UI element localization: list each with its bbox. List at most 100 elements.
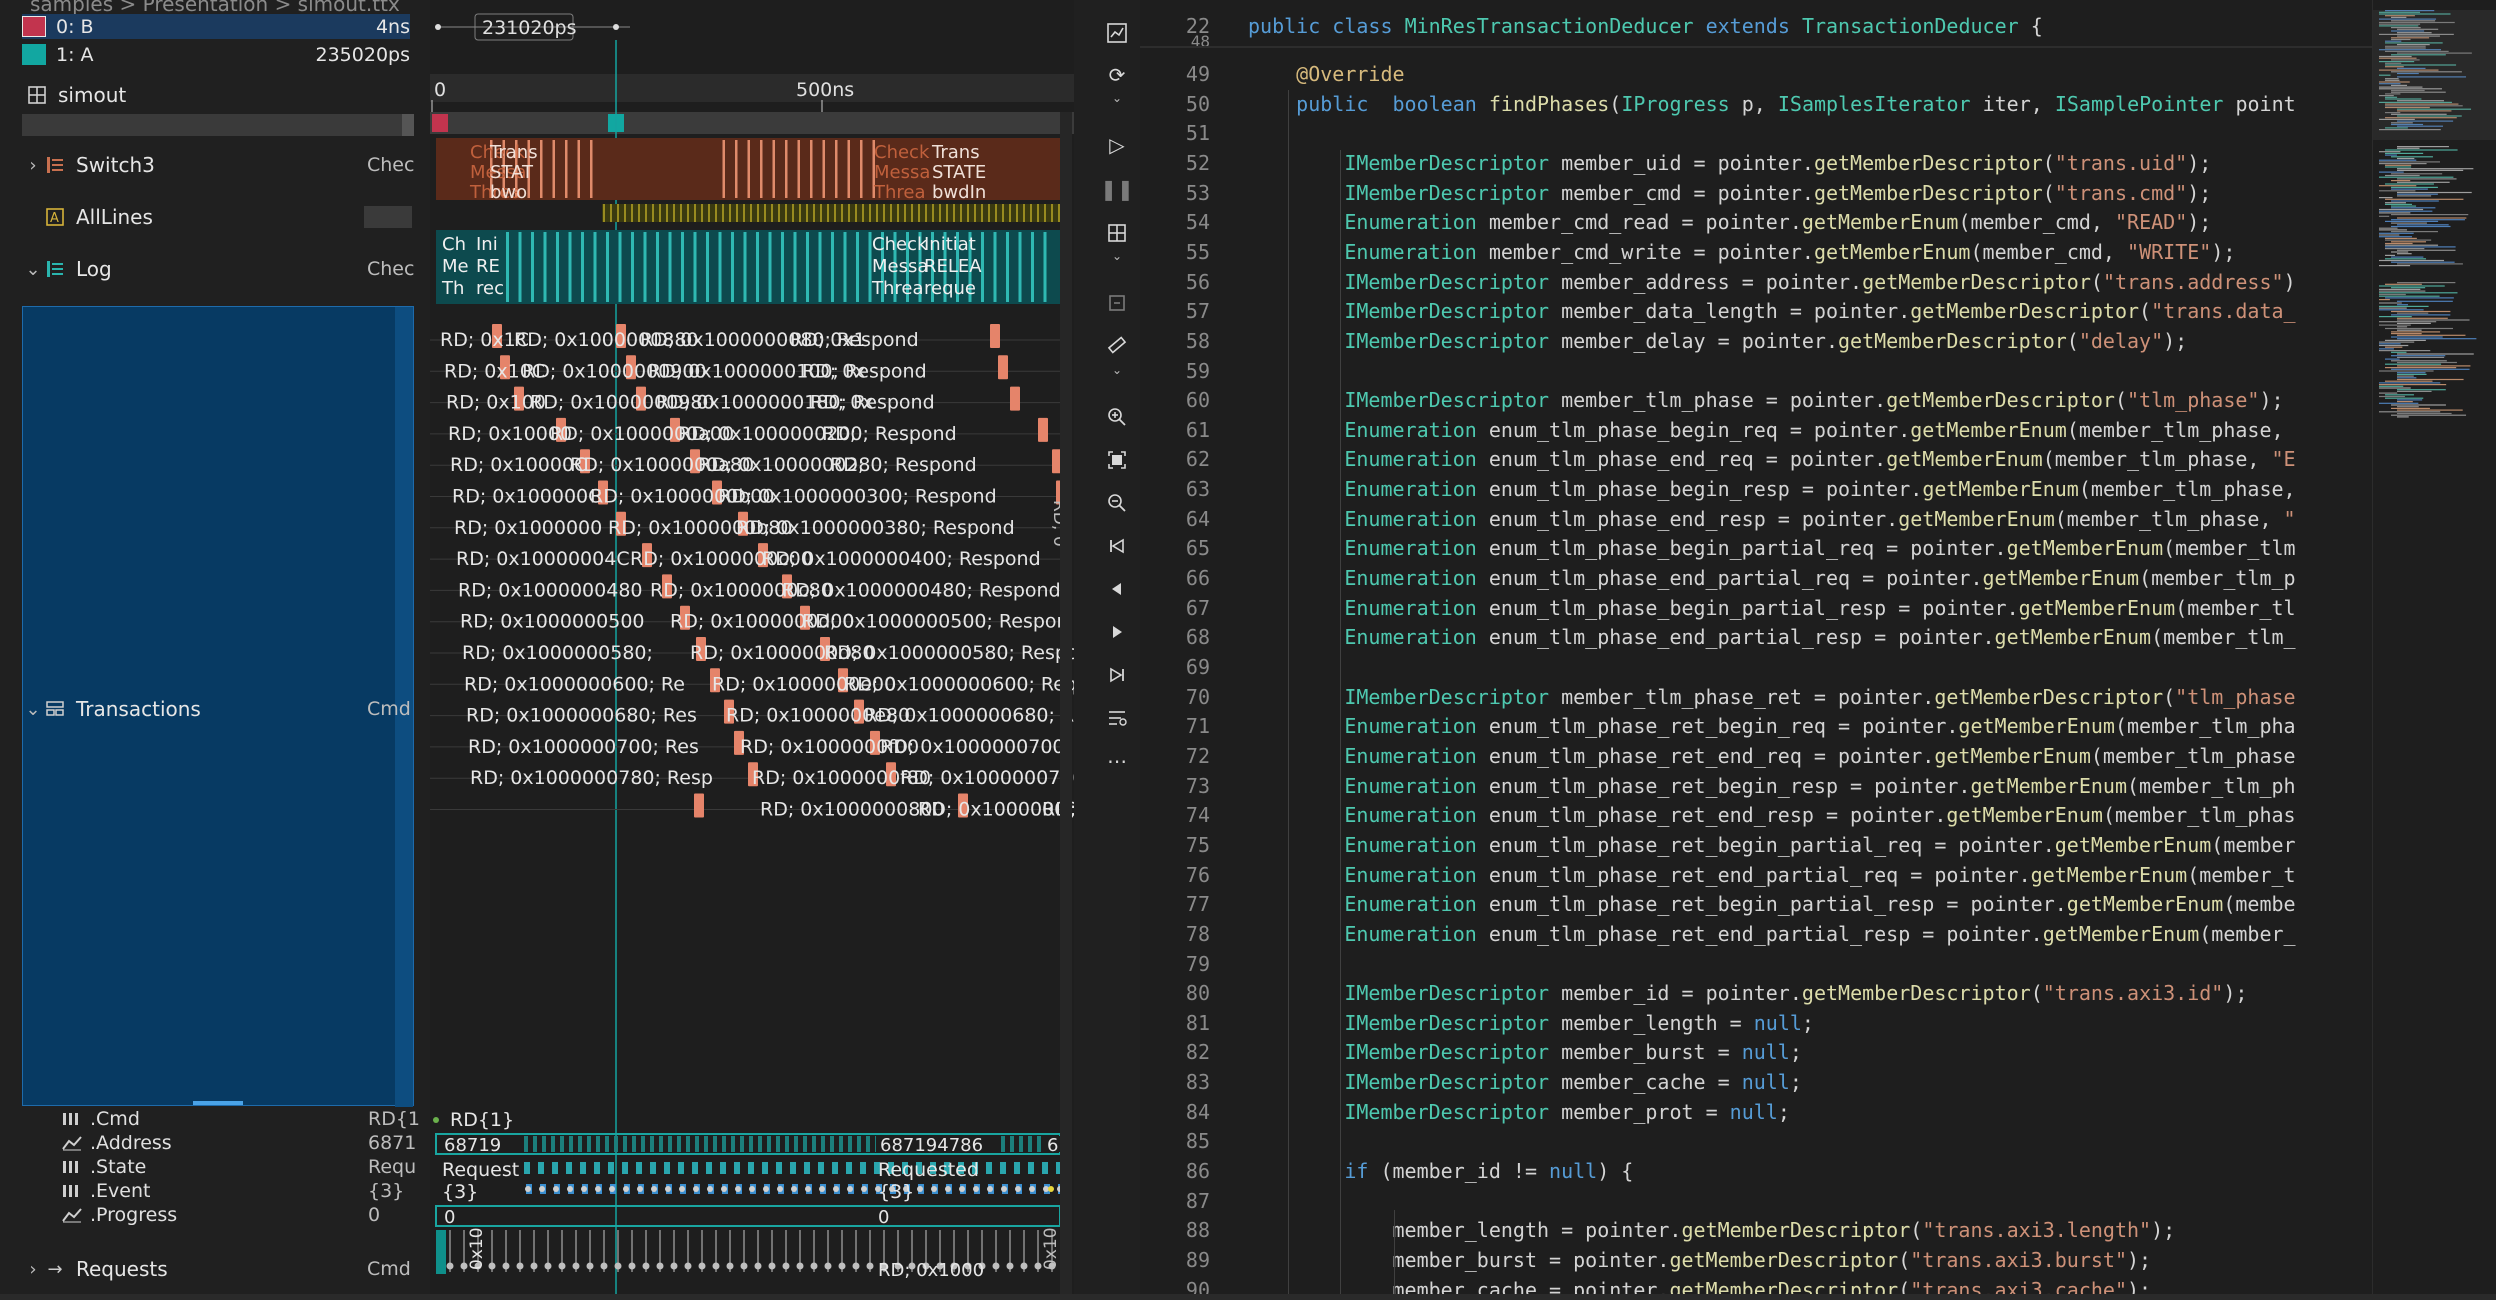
code-line[interactable]: Enumeration enum_tlm_phase_begin_req = p…: [1344, 417, 2284, 442]
next-icon[interactable]: [1104, 619, 1130, 645]
layout-icon[interactable]: [1104, 220, 1130, 246]
pause-icon[interactable]: ❚❚: [1100, 177, 1134, 201]
code-line[interactable]: member_length = pointer.getMemberDescrip…: [1248, 1218, 2176, 1243]
minimap-line: [2391, 333, 2422, 335]
line-number: 48: [1190, 32, 1210, 51]
refresh-icon[interactable]: ⟳: [1108, 63, 1126, 87]
chevron-down-icon[interactable]: ⌄: [1111, 363, 1123, 377]
code-line[interactable]: Enumeration enum_tlm_phase_end_partial_r…: [1344, 566, 2296, 591]
play-icon[interactable]: ▷: [1109, 133, 1125, 157]
tree-item-log[interactable]: ⌄ Log Chec: [22, 254, 414, 284]
code-line[interactable]: Enumeration member_cmd_read = pointer.ge…: [1344, 210, 2212, 235]
code-line[interactable]: Enumeration enum_tlm_phase_end_partial_r…: [1344, 625, 2296, 650]
minimap-line: [2391, 214, 2469, 216]
code-line[interactable]: Enumeration enum_tlm_phase_ret_end_parti…: [1344, 921, 2296, 946]
signal-event[interactable]: .Event {3}: [60, 1179, 410, 1203]
code-line[interactable]: Enumeration enum_tlm_phase_begin_resp = …: [1344, 477, 2296, 502]
first-icon[interactable]: [1104, 533, 1130, 559]
event-dot: [805, 1186, 811, 1192]
tree-root[interactable]: simout: [26, 80, 416, 110]
signal-cmd[interactable]: .Cmd RD{1: [60, 1107, 420, 1131]
tree-item-switch3[interactable]: › Switch3 Chec: [22, 150, 414, 180]
code-line[interactable]: public class MinResTransactionDeducer ex…: [1248, 14, 2043, 38]
minimap-line: [2391, 180, 2411, 182]
ruler-icon[interactable]: [1104, 332, 1130, 358]
marker-label: 231020ps: [482, 17, 577, 39]
minimap-line: [2391, 27, 2421, 29]
event-dot: [889, 1186, 895, 1192]
code-line[interactable]: Enumeration enum_tlm_phase_ret_end_parti…: [1344, 862, 2296, 887]
tree-item-requests[interactable]: › → Requests Cmd: [22, 1254, 412, 1284]
zoom-in-icon[interactable]: [1104, 404, 1130, 430]
chevron-down-icon[interactable]: ⌄: [25, 258, 41, 280]
code-line[interactable]: IMemberDescriptor member_tlm_phase_ret =…: [1344, 684, 2296, 709]
code-line[interactable]: Enumeration enum_tlm_phase_ret_end_resp …: [1344, 803, 2296, 828]
prev-icon[interactable]: [1104, 576, 1130, 602]
filter-icon[interactable]: [1104, 705, 1130, 731]
minimap[interactable]: [2372, 0, 2496, 1300]
code-line[interactable]: if (member_id != null) {: [1344, 1159, 1634, 1184]
chart-icon[interactable]: [1104, 20, 1130, 46]
signal-state[interactable]: .State Requ: [60, 1155, 416, 1179]
code-line[interactable]: IMemberDescriptor member_cache = null;: [1344, 1070, 1802, 1095]
signal-progress[interactable]: .Progress 0: [60, 1203, 410, 1227]
tree-item-transactions[interactable]: ⌄ Transactions Cmd: [22, 694, 412, 724]
code-line[interactable]: IMemberDescriptor member_prot = null;: [1344, 1099, 1790, 1124]
code-line[interactable]: Enumeration enum_tlm_phase_ret_end_req =…: [1344, 743, 2296, 768]
chevron-right-icon[interactable]: ›: [29, 154, 37, 176]
minimap-line: [2379, 101, 2452, 103]
zoom-out-icon[interactable]: [1104, 490, 1130, 516]
chevron-down-icon[interactable]: ⌄: [25, 698, 41, 720]
code-line[interactable]: Enumeration enum_tlm_phase_begin_partial…: [1344, 536, 2296, 561]
code-line[interactable]: IMemberDescriptor member_delay = pointer…: [1344, 328, 2188, 353]
horizontal-scrollbar[interactable]: [0, 1294, 2496, 1300]
code-line[interactable]: Enumeration member_cmd_write = pointer.g…: [1344, 239, 2236, 264]
line-number: 51: [1185, 121, 1210, 146]
code-line[interactable]: IMemberDescriptor member_id = pointer.ge…: [1344, 981, 2248, 1006]
code-line[interactable]: IMemberDescriptor member_burst = null;: [1344, 1040, 1802, 1065]
export-icon[interactable]: [1104, 290, 1130, 316]
minimap-line: [2385, 64, 2457, 66]
address-transition: [578, 1136, 582, 1152]
tree-item-alllines[interactable]: A AllLines: [22, 202, 412, 232]
code-line[interactable]: @Override: [1296, 62, 1405, 86]
ruler-start-label: 0: [434, 79, 446, 101]
cursor-row-a[interactable]: 1: A 235020ps: [22, 42, 410, 67]
code-line[interactable]: IMemberDescriptor member_cmd = pointer.g…: [1344, 180, 2212, 205]
code-line[interactable]: IMemberDescriptor member_tlm_phase = poi…: [1344, 388, 2284, 413]
code-line[interactable]: Enumeration enum_tlm_phase_begin_partial…: [1344, 595, 2296, 620]
tree-item-transactions-selection[interactable]: [22, 306, 414, 1107]
tree-scroll-track[interactable]: [22, 114, 414, 136]
switch3-event: [772, 140, 775, 198]
code-line[interactable]: IMemberDescriptor member_length = null;: [1344, 1010, 1814, 1035]
overview-track: [430, 112, 1074, 134]
code-line[interactable]: Enumeration enum_tlm_phase_ret_begin_res…: [1344, 773, 2296, 798]
code-line[interactable]: IMemberDescriptor member_uid = pointer.g…: [1344, 150, 2212, 175]
signal-address[interactable]: .Address 6871: [60, 1131, 416, 1155]
code-line[interactable]: Enumeration enum_tlm_phase_ret_begin_par…: [1344, 892, 2296, 917]
code-line[interactable]: member_burst = pointer.getMemberDescript…: [1248, 1248, 2152, 1272]
log-event: [943, 232, 947, 302]
last-icon[interactable]: [1104, 662, 1130, 688]
breadcrumb[interactable]: samples > Presentation > simout.ttx: [30, 0, 400, 16]
code-line[interactable]: IMemberDescriptor member_data_length = p…: [1344, 299, 2296, 324]
chevron-down-icon[interactable]: ⌄: [1111, 249, 1123, 263]
cursor-row-b[interactable]: 0: B 4ns: [22, 14, 410, 39]
chevron-right-icon[interactable]: ›: [29, 1258, 37, 1280]
transaction-label: RD; 0x1000000680; Res: [466, 705, 697, 727]
code-line[interactable]: Enumeration enum_tlm_phase_ret_begin_par…: [1344, 832, 2296, 857]
more-icon[interactable]: ⋯: [1107, 749, 1127, 773]
minimap-line: [2397, 108, 2472, 110]
zoom-fit-icon[interactable]: [1104, 447, 1130, 473]
code-line[interactable]: Enumeration enum_tlm_phase_ret_begin_req…: [1344, 714, 2296, 739]
minimap-viewport[interactable]: [2373, 10, 2496, 140]
request-dot: [936, 1262, 944, 1270]
code-line[interactable]: IMemberDescriptor member_address = point…: [1344, 269, 2296, 294]
code-line[interactable]: public boolean findPhases(IProgress p, I…: [1296, 91, 2296, 116]
code-line[interactable]: Enumeration enum_tlm_phase_end_resp = po…: [1344, 506, 2296, 531]
code-line[interactable]: Enumeration enum_tlm_phase_end_req = poi…: [1344, 447, 2296, 472]
minimap-line: [2379, 151, 2401, 153]
chevron-down-icon[interactable]: ⌄: [1111, 91, 1123, 105]
